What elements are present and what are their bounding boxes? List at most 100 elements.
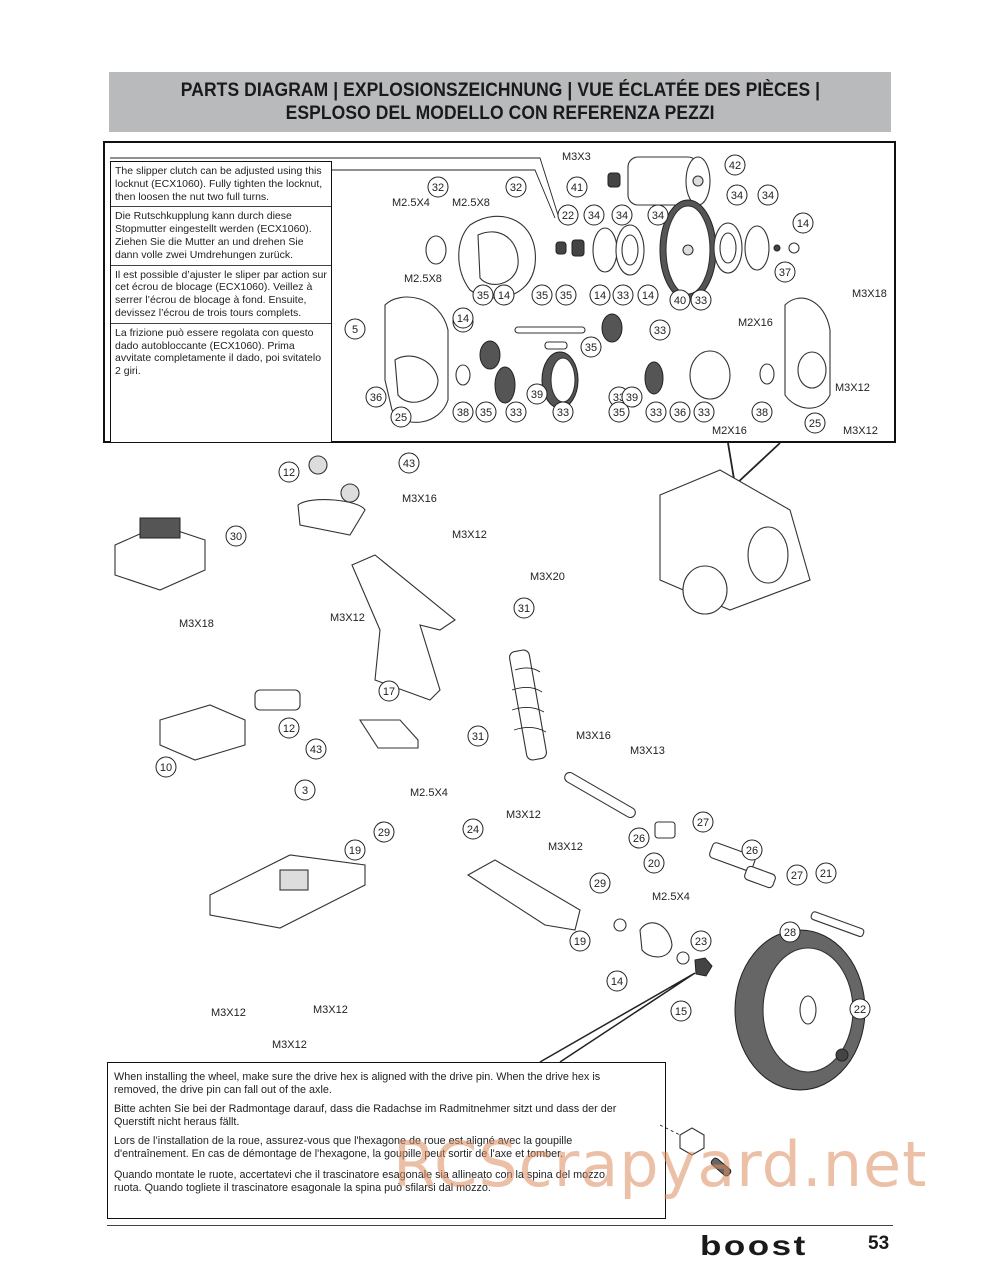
part-number-label: 23 — [695, 936, 707, 948]
callout-circle — [580, 336, 602, 358]
callout-circle — [792, 212, 814, 234]
part-number-label: 39 — [531, 389, 543, 401]
callout-circle — [637, 284, 659, 306]
callout-circle — [751, 401, 773, 423]
page-number: 53 — [868, 1233, 890, 1254]
screw-size-label: M3X12 — [835, 382, 870, 394]
part-number-label: 33 — [650, 407, 662, 419]
part-number-label: 25 — [395, 412, 407, 424]
shock-tower — [351, 554, 456, 701]
callout-circle — [669, 289, 691, 311]
page-title-line-1: PARTS DIAGRAM | EXPLOSIONSZEICHNUNG | VU… — [180, 80, 820, 101]
part-number-label: 43 — [403, 458, 415, 470]
callout-circle — [566, 176, 588, 198]
callout-circle — [643, 852, 665, 874]
callout-circle — [552, 401, 574, 423]
callout-circle — [294, 779, 316, 801]
battery-strap — [358, 719, 419, 749]
chassis-plate — [209, 854, 366, 929]
callout-circle — [378, 680, 400, 702]
gearbox-right-case — [784, 297, 831, 409]
part-number-label: 42 — [729, 160, 741, 172]
hex-pin-detail — [659, 1124, 732, 1177]
screw-size-label: M2X16 — [738, 317, 773, 329]
bumper-part — [254, 689, 301, 711]
transmission-detail-frame — [103, 141, 896, 443]
screw-size-label: M3X12 — [843, 425, 878, 437]
callout-circle — [649, 319, 671, 341]
part-number-label: 27 — [791, 870, 803, 882]
callout-circle — [690, 930, 712, 952]
screw-size-label: M3X20 — [530, 571, 565, 583]
part-number-label: 14 — [642, 290, 654, 302]
part-number-label: 32 — [432, 182, 444, 194]
part-number-label: 22 — [854, 1004, 866, 1016]
callout-circle — [475, 401, 497, 423]
part-number-label: 24 — [467, 824, 479, 836]
part-number-label: 34 — [762, 190, 774, 202]
part-number-label: 3 — [302, 785, 308, 797]
part-number-label: 26 — [633, 833, 645, 845]
part-number-label: 36 — [674, 407, 686, 419]
part-number-label: 31 — [472, 731, 484, 743]
part-number-label: 25 — [809, 418, 821, 430]
part-number-label: 34 — [588, 210, 600, 222]
part-number-label: 26 — [746, 845, 758, 857]
callout-circle — [589, 284, 611, 306]
screw-size-label: M2.5X4 — [652, 891, 690, 903]
callout-circle — [225, 525, 247, 547]
callout-circle — [344, 318, 366, 340]
callout-circle — [373, 821, 395, 843]
part-number-label: 34 — [616, 210, 628, 222]
wheel-note-de: Bitte achten Sie bei der Radmontage dara… — [114, 1103, 617, 1128]
callout-circle — [693, 401, 715, 423]
screw-size-label: M2.5X8 — [452, 197, 490, 209]
screw-size-label: M2.5X4 — [392, 197, 430, 209]
callout-circle — [621, 386, 643, 408]
hub-carrier — [613, 918, 713, 977]
part-number-label: 34 — [731, 190, 743, 202]
screw-size-label: M3X12 — [506, 809, 541, 821]
wheel-note-it: Quando montate le ruote, accertatevi che… — [114, 1169, 605, 1194]
part-number-label: 20 — [648, 858, 660, 870]
part-number-label: 33 — [510, 407, 522, 419]
callout-circle — [505, 401, 527, 423]
screw-size-label: M2.5X4 — [410, 787, 448, 799]
wheel-note-fr: Lors de l’installation de la roue, assur… — [114, 1135, 573, 1160]
screw-size-label: M3X16 — [576, 730, 611, 742]
spur-gear — [659, 199, 717, 301]
slipper-clutch-note: The slipper clutch can be adjusted using… — [110, 161, 332, 443]
footer-divider — [107, 1225, 893, 1226]
shock-absorber — [509, 649, 547, 761]
callout-circle — [452, 401, 474, 423]
part-number-label: 30 — [230, 531, 242, 543]
part-number-label: 14 — [457, 313, 469, 325]
part-number-label: 33 — [617, 290, 629, 302]
slipper-leader-line-2 — [332, 169, 556, 219]
callout-circle — [569, 930, 591, 952]
camber-link — [564, 771, 636, 819]
callout-circle — [606, 970, 628, 992]
screw-size-label: M2.5X8 — [404, 273, 442, 285]
part-number-label: 19 — [349, 845, 361, 857]
part-number-label: 38 — [756, 407, 768, 419]
wheel-note-pointer — [539, 972, 696, 1063]
assembled-transmission — [659, 469, 811, 615]
callout-circle — [804, 412, 826, 434]
callout-circle — [611, 204, 633, 226]
part-number-label: 37 — [779, 267, 791, 279]
callout-circle — [472, 284, 494, 306]
part-number-label: 31 — [518, 603, 530, 615]
part-number-label: 19 — [574, 936, 586, 948]
battery-tray — [159, 704, 246, 761]
part-number-label: 36 — [370, 392, 382, 404]
callout-circle — [670, 1000, 692, 1022]
screw-size-label: M3X13 — [630, 745, 665, 757]
callout-circle — [278, 717, 300, 739]
callout-circle — [462, 818, 484, 840]
screw-size-label: M2X16 — [712, 425, 747, 437]
callout-circle — [724, 154, 746, 176]
callout-circle — [452, 307, 474, 329]
callout-circle — [365, 386, 387, 408]
screw-size-label: M3X12 — [452, 529, 487, 541]
